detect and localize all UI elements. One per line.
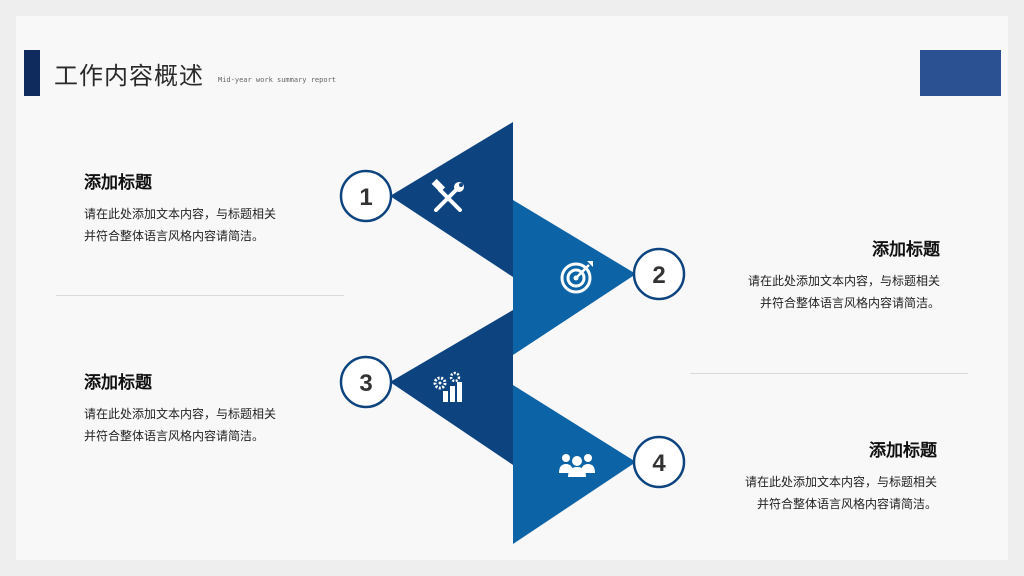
step-2-line2: 并符合整体语言风格内容请简洁。 [759, 296, 940, 310]
tools-icon [431, 178, 464, 212]
step-3-badge: 3 [339, 355, 393, 409]
corner-accent-rect [920, 50, 1001, 96]
step-1-line2: 并符合整体语言风格内容请简洁。 [84, 229, 265, 243]
step-3-line2: 并符合整体语言风格内容请简洁。 [84, 429, 265, 443]
step-4-title: 添加标题 [869, 441, 937, 461]
step-4-badge: 4 [632, 435, 686, 489]
step-1-title: 添加标题 [84, 173, 152, 193]
step-2-line1: 请在此处添加文本内容，与标题相关 [747, 274, 940, 288]
step-3-number: 3 [359, 370, 372, 397]
step-1-line1: 请在此处添加文本内容，与标题相关 [84, 207, 277, 221]
step-1-text-block: 添加标题 请在此处添加文本内容，与标题相关 并符合整体语言风格内容请简洁。 [84, 168, 324, 247]
team-icon [559, 454, 595, 477]
step-1-number: 1 [359, 184, 372, 211]
step-4-line1: 请在此处添加文本内容，与标题相关 [744, 475, 937, 489]
step-2-badge: 2 [632, 247, 686, 301]
step-2-title: 添加标题 [872, 240, 940, 260]
divider-right [690, 373, 968, 374]
title-accent-bar [24, 50, 40, 96]
step-2-number: 2 [652, 262, 665, 289]
step-4-text-block: 添加标题 请在此处添加文本内容，与标题相关 并符合整体语言风格内容请简洁。 [697, 436, 937, 515]
page-title: 工作内容概述 [54, 62, 204, 90]
step-2-text-block: 添加标题 请在此处添加文本内容，与标题相关 并符合整体语言风格内容请简洁。 [700, 235, 940, 314]
target-icon [560, 261, 593, 294]
page-subtitle: Mid-year work summary report [218, 76, 337, 84]
step-4-line2: 并符合整体语言风格内容请简洁。 [756, 497, 937, 511]
slide-background [16, 16, 1008, 560]
chart-gears-icon [433, 371, 462, 402]
step-3-title: 添加标题 [84, 373, 152, 393]
step-3-line1: 请在此处添加文本内容，与标题相关 [84, 407, 277, 421]
step-1-badge: 1 [339, 169, 393, 223]
divider-left [56, 295, 344, 296]
step-3-text-block: 添加标题 请在此处添加文本内容，与标题相关 并符合整体语言风格内容请简洁。 [84, 368, 324, 447]
step-4-number: 4 [652, 450, 666, 477]
